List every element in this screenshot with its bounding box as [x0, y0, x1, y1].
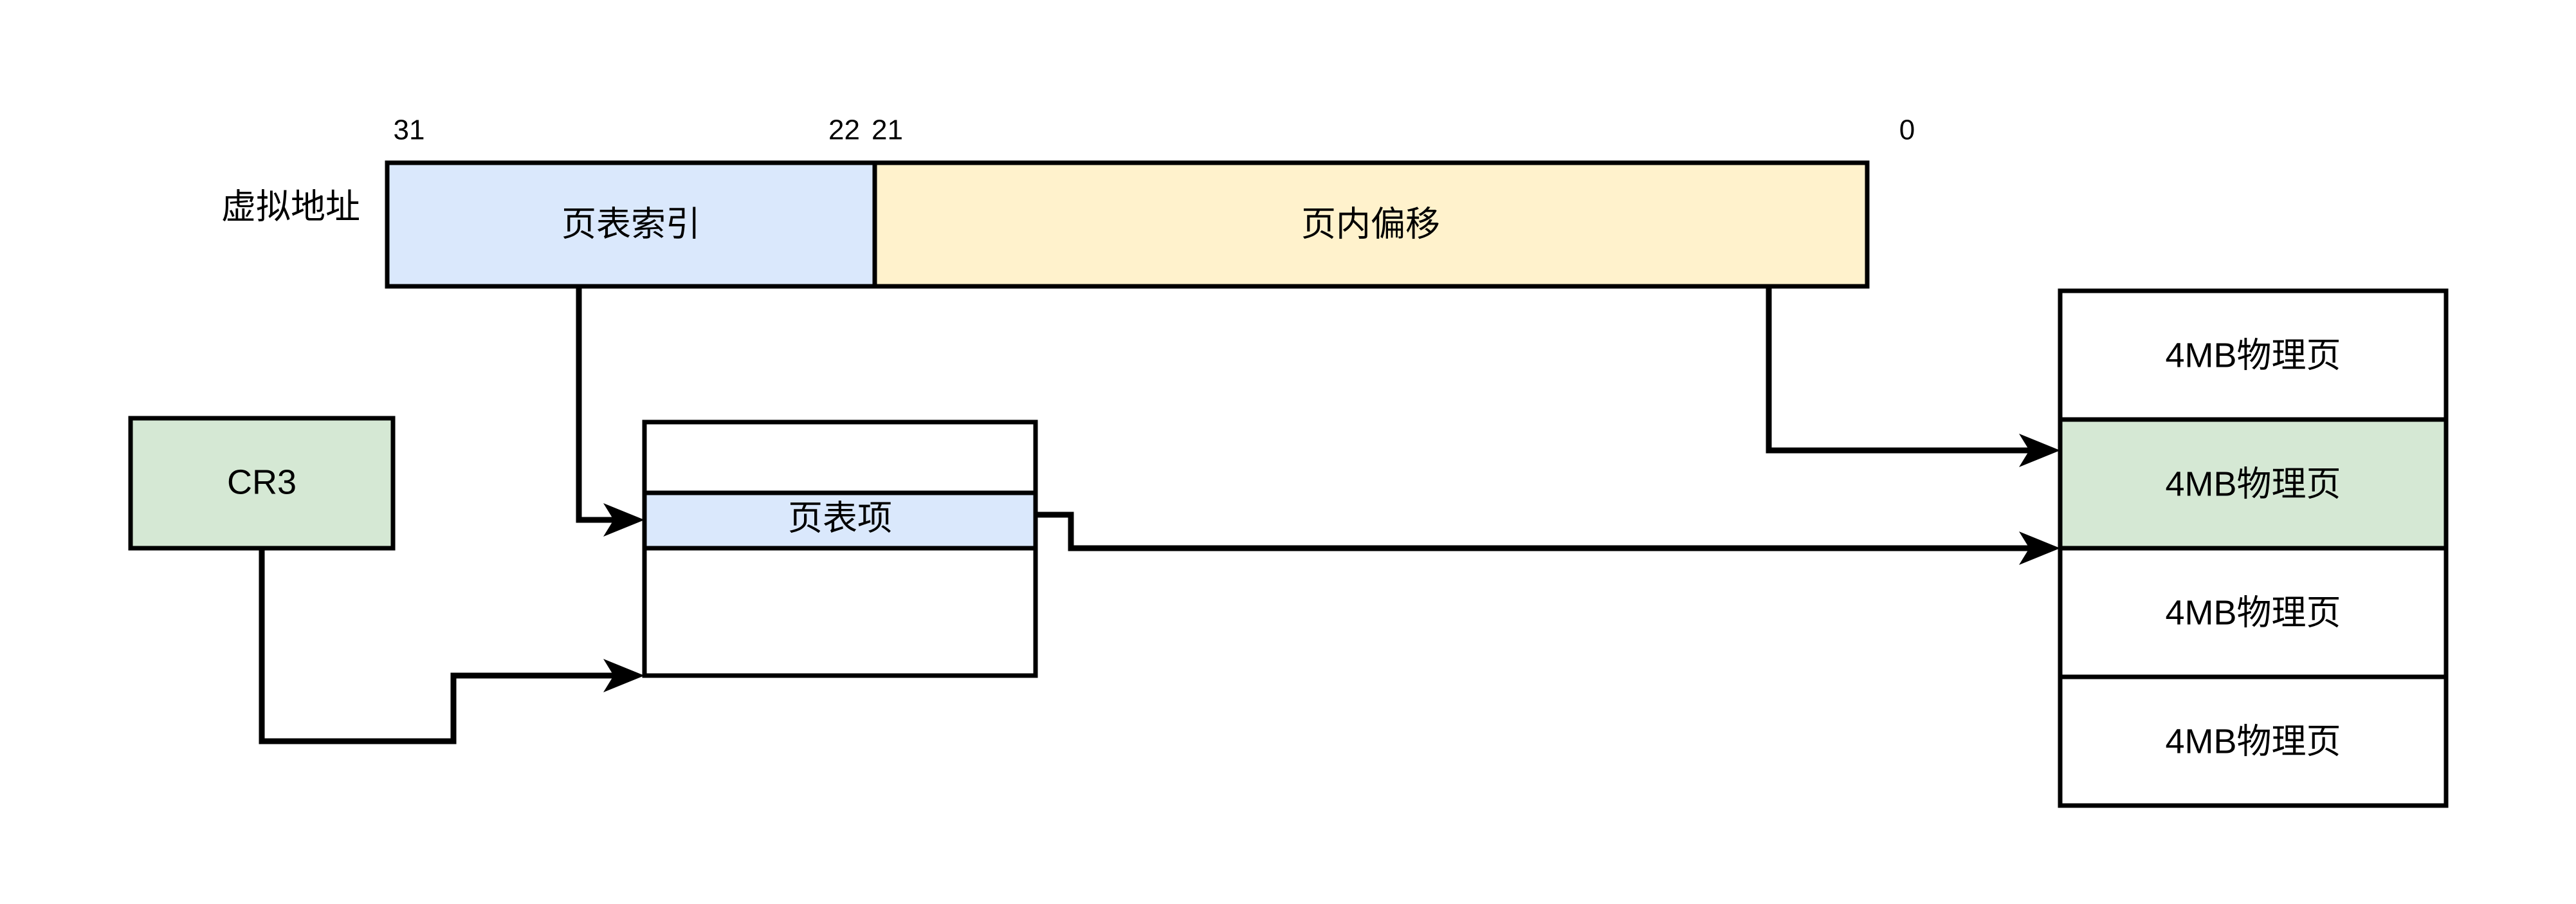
bit-label-21: 21: [872, 115, 903, 146]
edge-cr3-to-page-table: [259, 548, 644, 744]
page-table-row-2[interactable]: [642, 546, 1038, 678]
edge-cr3-to-page-table-arrowhead: [603, 659, 644, 692]
va-field-page-table-index[interactable]: [385, 160, 877, 289]
virtual-address-bar: 页表索引 页内偏移: [385, 160, 1870, 289]
cr3-label: CR3: [227, 463, 297, 501]
physical-page-row-2-label: 4MB物理页: [2165, 593, 2341, 632]
va-field-page-offset-label: 页内偏移: [1301, 205, 1440, 243]
page-table-row-0[interactable]: [642, 420, 1038, 495]
va-field-page-table-index-label: 页表索引: [562, 205, 700, 243]
va-field-page-offset[interactable]: [872, 160, 1870, 289]
edge-offset-to-physical-page: [1766, 286, 2060, 467]
page-table: 页表项: [642, 420, 1038, 678]
edge-pte-to-physical-page-arrowhead: [2019, 531, 2060, 565]
physical-page-row-3[interactable]: [2058, 674, 2449, 808]
edge-index-to-pte: [576, 286, 644, 537]
edge-index-to-pte-arrowhead: [603, 503, 644, 537]
bit-label-0: 0: [1899, 115, 1915, 146]
physical-page-column: 4MB物理页 4MB物理页 4MB物理页 4MB物理页: [2058, 288, 2449, 808]
physical-page-row-3-label: 4MB物理页: [2165, 722, 2341, 761]
edge-pte-to-physical-page: [1036, 512, 2060, 565]
cr3-box[interactable]: CR3: [128, 416, 396, 551]
bit-label-22: 22: [828, 115, 860, 146]
edge-offset-to-physical-page-arrowhead: [2019, 434, 2060, 467]
bit-label-31: 31: [394, 115, 425, 146]
page-table-row-1-entry[interactable]: [642, 490, 1038, 551]
physical-page-row-1-label: 4MB物理页: [2165, 465, 2341, 503]
virtual-address-label: 虚拟地址: [221, 187, 360, 226]
physical-page-row-0-label: 4MB物理页: [2165, 336, 2341, 374]
physical-page-row-1-selected[interactable]: [2058, 417, 2449, 551]
page-table-entry-label: 页表项: [788, 499, 892, 537]
